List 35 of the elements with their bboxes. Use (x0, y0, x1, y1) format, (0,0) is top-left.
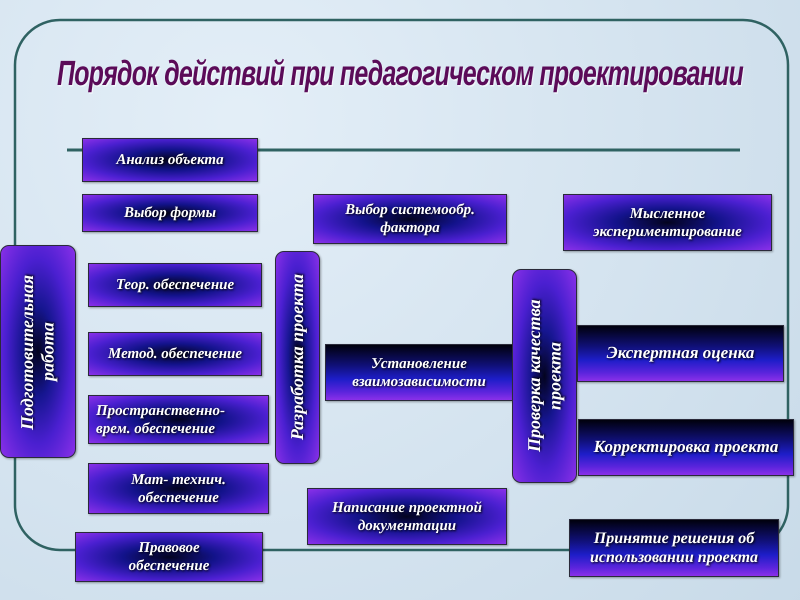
step-box (82, 194, 258, 232)
step-box (577, 325, 784, 382)
step-label: Написание проектной документации (331, 498, 483, 534)
step-label: Выбор формы (124, 204, 216, 222)
phase-box (512, 269, 577, 483)
step-label: Принятие решения об использовании проекта (588, 528, 760, 568)
step-label: Теор. обеспечение (116, 276, 234, 294)
step-box (75, 532, 263, 582)
step-box (563, 194, 772, 251)
step-label: Мысленное экспериментирование (592, 204, 743, 240)
step-label: Установление взаимозависимости (351, 354, 487, 390)
step-box (325, 344, 513, 401)
step-box (88, 395, 269, 444)
step-label: Мат- технич. обеспечение (130, 470, 227, 506)
phase-box (0, 245, 76, 458)
step-label: Пространственно- врем. обеспечение (96, 402, 226, 438)
step-label: Экспертная оценка (606, 343, 754, 364)
step-label: Корректировка проекта (594, 437, 778, 458)
step-box (88, 463, 269, 514)
step-box (578, 419, 794, 476)
step-label: Анализ объекта (116, 151, 224, 169)
step-box (88, 263, 262, 307)
step-label: Выбор системообр. фактора (344, 201, 476, 237)
step-box (307, 488, 507, 545)
phase-label: Разработка проекта (287, 274, 308, 441)
step-box (88, 332, 262, 376)
step-box (82, 138, 258, 182)
step-box (313, 194, 507, 244)
step-label: Метод. обеспечение (108, 345, 242, 363)
phase-label: Проверка качества проекта (524, 298, 566, 454)
phase-label: Подготовительная работа (17, 272, 59, 432)
step-box (569, 519, 779, 577)
step-label: Правовое обеспечение (128, 539, 210, 575)
diagram-title: Порядок действий при педагогическом проектировании (56, 54, 744, 94)
phase-box (275, 251, 320, 464)
